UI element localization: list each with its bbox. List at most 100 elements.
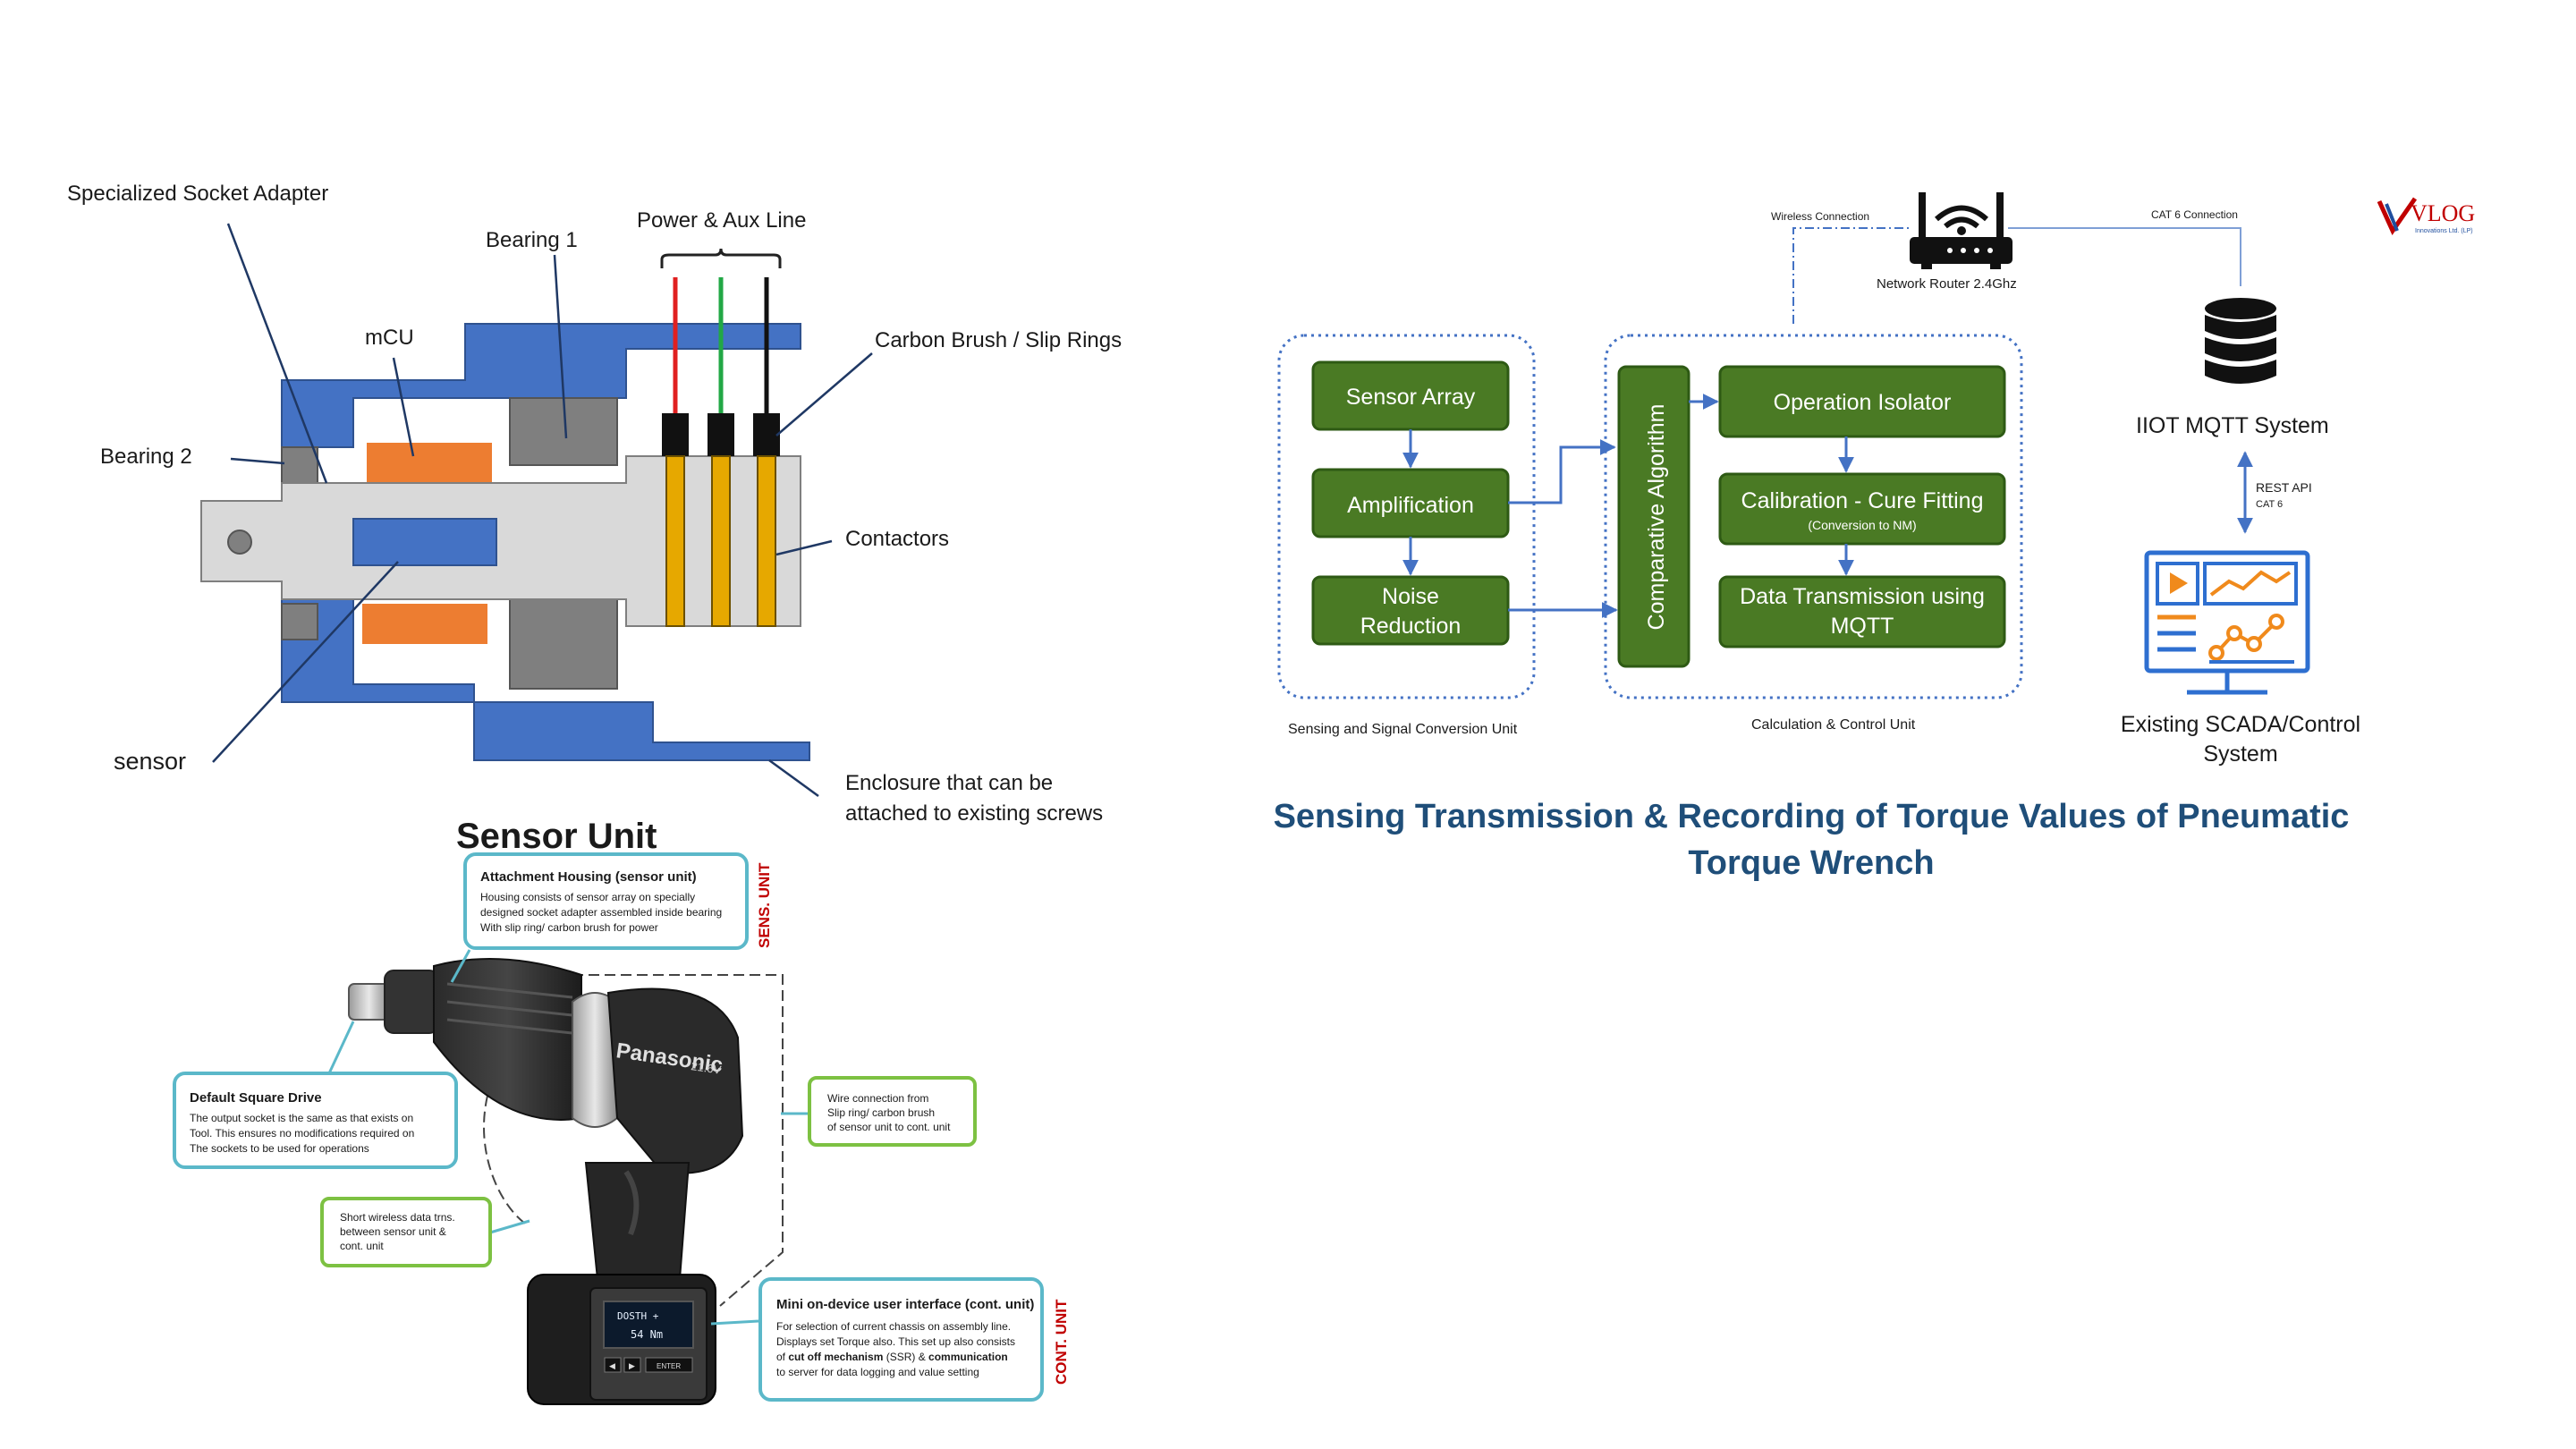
sensor-unit-section: Sensor Unit Panasonic 21.6V DOSTH + 54 N… (173, 817, 1070, 1405)
noise-text-2: Reduction (1360, 614, 1462, 639)
contactor-1 (665, 455, 685, 627)
noise-text-1: Noise (1382, 584, 1439, 609)
router-label: Network Router 2.4Ghz (1877, 276, 2017, 292)
main-title-line-1: Sensing Transmission & Recording of Torq… (1274, 798, 2350, 835)
logo-subtext: Innovations Ltd. (LP) (2415, 228, 2473, 234)
wire-conn-line-3: of sensor unit to cont. unit (827, 1121, 951, 1133)
label-contactors: Contactors (845, 527, 949, 551)
comparative-text: Comparative Algorithm (1644, 404, 1669, 631)
router-icon (1910, 192, 2012, 269)
sensing-unit-label: Sensing and Signal Conversion Unit (1288, 722, 1518, 737)
operation-isolator-block (1718, 365, 2006, 438)
scada-dashboard-icon (2144, 550, 2310, 695)
display-btn-enter-label: ENTER (657, 1362, 681, 1370)
torque-wrench-illustration: Panasonic 21.6V DOSTH + 54 Nm ◀ ▶ ENTER (348, 958, 744, 1405)
contactor-2 (711, 455, 731, 627)
label-carbon-brush: Carbon Brush / Slip Rings (875, 328, 1122, 352)
calibration-block (1718, 472, 2006, 546)
rest-api-label: REST API (2256, 480, 2312, 495)
display-line-2: 54 Nm (631, 1328, 663, 1341)
flow-arrows (1402, 394, 2253, 618)
display-line-1: DOSTH + (617, 1310, 659, 1322)
attachment-line-1: Housing consists of sensor array on spec… (480, 891, 695, 903)
label-mcu: mCU (365, 326, 414, 350)
mcu-block-bottom (362, 604, 487, 644)
main-title-line-2: Torque Wrench (1688, 844, 1934, 882)
logo-text: VLOG (2411, 200, 2475, 226)
display-btn-left[interactable] (604, 1357, 622, 1373)
database-icon (2205, 298, 2276, 384)
calc-unit-container (1604, 334, 2023, 699)
comparative-algorithm-block (1617, 365, 1690, 668)
wire-conn-line-2: Slip ring/ carbon brush (827, 1106, 935, 1119)
power-line-brace (660, 248, 782, 268)
mini-ui-line-4: to server for data logging and value set… (776, 1366, 979, 1378)
shaft-hole (227, 530, 252, 555)
mini-ui-line-2: Displays set Torque also. This set up al… (776, 1335, 1015, 1348)
amplification-text: Amplification (1347, 493, 1474, 518)
cat6-conn-label: CAT 6 Connection (2151, 208, 2238, 221)
label-enclosure-2: attached to existing screws (845, 801, 1103, 826)
square-drive-line-3: The sockets to be used for operations (190, 1142, 369, 1155)
label-enclosure-1: Enclosure that can be (845, 771, 1053, 795)
calibration-text: Calibration - Cure Fitting (1741, 488, 1984, 513)
attachment-housing-callout (463, 852, 749, 950)
scada-label-2: System (2203, 741, 2277, 767)
mini-display (603, 1301, 694, 1349)
svg-text:▶: ▶ (629, 1361, 635, 1370)
bearing-2-top (281, 446, 318, 484)
wireless-line-1: Short wireless data trns. (340, 1211, 455, 1224)
tool-voltage-text: 21.6V (691, 1059, 723, 1077)
vlog-logo: VLOG Innovations Ltd. (LP) (2377, 197, 2475, 236)
cont-unit-tag: CONT. UNIT (1053, 1299, 1070, 1385)
square-drive-title: Default Square Drive (190, 1090, 322, 1106)
brush-1 (662, 413, 689, 456)
cat6-link (2008, 227, 2241, 286)
calc-unit-label: Calculation & Control Unit (1751, 717, 1916, 733)
square-drive-callout (173, 1072, 458, 1169)
operation-isolator-text: Operation Isolator (1774, 390, 1952, 415)
attachment-line-2: designed socket adapter assembled inside… (480, 906, 722, 919)
wireless-link (1792, 227, 1912, 324)
wireless-line-3: cont. unit (340, 1240, 384, 1252)
sensing-unit-container (1277, 334, 1536, 699)
shaft (200, 455, 801, 627)
data-tx-text-2: MQTT (1831, 614, 1894, 639)
data-tx-text-1: Data Transmission using (1740, 584, 1985, 609)
label-bearing-1: Bearing 1 (486, 228, 578, 252)
label-power-aux: Power & Aux Line (637, 208, 806, 233)
cross-section-diagram: Specialized Socket Adapter Bearing 1 Pow… (67, 182, 1122, 826)
wire-conn-line-1: Wire connection from (827, 1092, 928, 1105)
sensor-array-text: Sensor Array (1346, 385, 1476, 410)
callout-lines (327, 949, 809, 1326)
square-drive-line-2: Tool. This ensures no modifications requ… (190, 1127, 414, 1140)
mini-ui-title: Mini on-device user interface (cont. uni… (776, 1297, 1034, 1312)
scada-label-1: Existing SCADA/Control (2121, 712, 2360, 737)
cat6-small-label: CAT 6 (2256, 499, 2283, 510)
label-bearing-2: Bearing 2 (100, 445, 192, 469)
wire-connection-callout (808, 1076, 977, 1147)
wireless-line-2: between sensor unit & (340, 1225, 446, 1238)
brush-2 (708, 413, 734, 456)
flow-diagram: Sensing and Signal Conversion Unit Calcu… (1277, 192, 2360, 767)
attachment-title: Attachment Housing (sensor unit) (480, 869, 697, 885)
display-btn-enter[interactable] (645, 1357, 693, 1373)
svg-text:◀: ◀ (609, 1361, 615, 1370)
sensor-block (352, 518, 497, 566)
mini-ui-callout (758, 1277, 1044, 1402)
leader-lines (212, 223, 873, 798)
wireless-conn-label: Wireless Connection (1771, 210, 1869, 223)
display-btn-right[interactable] (623, 1357, 641, 1373)
square-drive-line-1: The output socket is the same as that ex… (190, 1112, 413, 1124)
bearing-2-bottom (281, 603, 318, 640)
brush-3 (753, 413, 780, 456)
attachment-line-3: With slip ring/ carbon brush for power (480, 921, 658, 934)
data-transmission-block (1718, 575, 2006, 648)
label-sensor: sensor (114, 748, 186, 775)
sens-unit-tag: SENS. UNIT (756, 862, 773, 948)
iiot-label: IIOT MQTT System (2136, 413, 2329, 438)
mini-ui-line-1: For selection of current chassis on asse… (776, 1320, 1011, 1333)
calibration-sub-text: (Conversion to NM) (1808, 518, 1916, 532)
bearing-1-bottom (509, 598, 618, 690)
